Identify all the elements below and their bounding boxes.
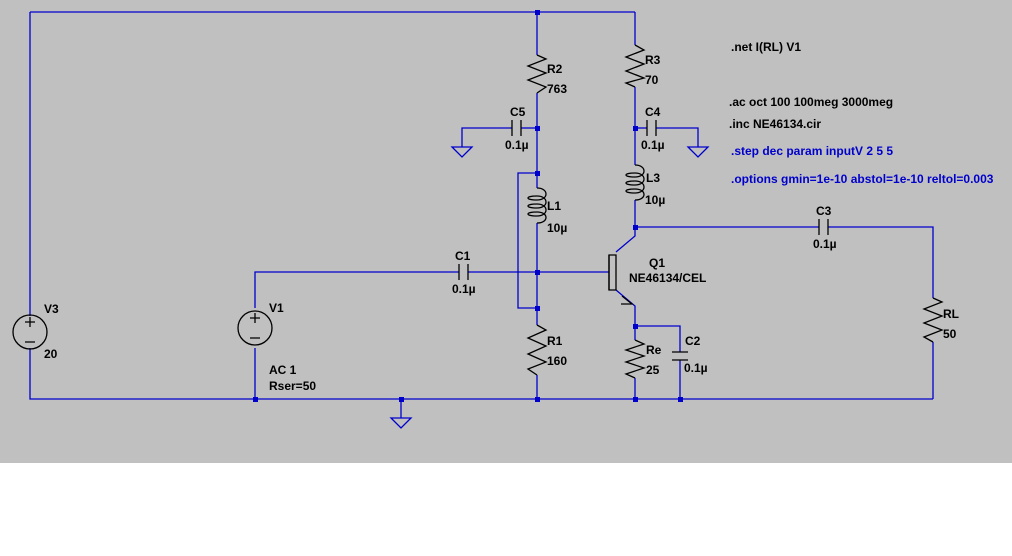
- junction: [633, 225, 638, 230]
- inductor-l1[interactable]: [527, 187, 547, 224]
- label-c1-value: 0.1µ: [452, 282, 476, 296]
- wire-v1-c1[interactable]: [254, 271, 459, 308]
- label-l1-name: L1: [547, 199, 561, 213]
- label-re-name: Re: [646, 343, 662, 357]
- label-v3-name: V3: [44, 302, 59, 316]
- label-c1-name: C1: [455, 249, 471, 263]
- junction: [678, 397, 683, 402]
- junction: [399, 397, 404, 402]
- wire-c2-top[interactable]: [635, 325, 681, 352]
- label-rl-name: RL: [943, 307, 959, 321]
- directive-ac[interactable]: .ac oct 100 100meg 3000meg: [729, 95, 893, 109]
- resistor-r3[interactable]: [624, 44, 647, 88]
- directive-step[interactable]: .step dec param inputV 2 5 5: [731, 144, 893, 158]
- junction: [535, 126, 540, 131]
- wire-emitter[interactable]: [615, 289, 636, 340]
- junction: [535, 397, 540, 402]
- wire-l1-loop[interactable]: [517, 172, 537, 309]
- resistor-r2[interactable]: [526, 54, 548, 94]
- junctions: [253, 10, 683, 402]
- transistor-q1[interactable]: [608, 254, 634, 305]
- directive-inc[interactable]: .inc NE46134.cir: [729, 117, 821, 131]
- label-l3-value: 10µ: [645, 193, 665, 207]
- label-c5-value: 0.1µ: [505, 138, 529, 152]
- label-re-value: 25: [646, 363, 660, 377]
- label-l1-value: 10µ: [547, 221, 567, 235]
- label-r3-name: R3: [645, 53, 661, 67]
- voltage-source-v1[interactable]: [237, 310, 273, 346]
- capacitor-c5[interactable]: [511, 120, 522, 136]
- wire-ground-rail[interactable]: [29, 348, 933, 400]
- label-q1-name: Q1: [649, 256, 665, 270]
- spice-directives: .net I(RL) V1 .ac oct 100 100meg 3000meg…: [729, 40, 994, 186]
- label-r2-name: R2: [547, 62, 563, 76]
- label-r1-name: R1: [547, 334, 563, 348]
- label-q1-value: NE46134/CEL: [629, 271, 706, 285]
- capacitor-c2[interactable]: [672, 351, 688, 361]
- ground-icon[interactable]: [450, 146, 474, 158]
- label-r3-value: 70: [645, 73, 659, 87]
- emitter-arrow-icon: [621, 295, 634, 305]
- wire-c5-gnd[interactable]: [461, 127, 512, 147]
- junction: [253, 397, 258, 402]
- capacitor-c1[interactable]: [458, 264, 469, 280]
- label-c4-value: 0.1µ: [641, 138, 665, 152]
- directive-net[interactable]: .net I(RL) V1: [731, 40, 801, 54]
- resistor-r1[interactable]: [526, 324, 548, 376]
- label-r1-value: 160: [547, 354, 567, 368]
- component-labels: R2 763 R3 70 C5 0.1µ C4 0.1µ L1 10µ L3 1…: [44, 53, 959, 393]
- label-rl-value: 50: [943, 327, 957, 341]
- junction: [535, 10, 540, 15]
- junction: [535, 171, 540, 176]
- label-c5-name: C5: [510, 105, 526, 119]
- junction: [633, 324, 638, 329]
- label-c4-name: C4: [645, 105, 661, 119]
- capacitor-c4[interactable]: [646, 120, 657, 136]
- voltage-source-v3[interactable]: [12, 314, 48, 350]
- wires: [29, 11, 934, 418]
- wire-collector[interactable]: [615, 227, 636, 253]
- junction: [535, 306, 540, 311]
- label-c2-value: 0.1µ: [684, 361, 708, 375]
- label-v1-rser: Rser=50: [269, 379, 316, 393]
- ground-symbols: [389, 146, 710, 429]
- junction: [535, 270, 540, 275]
- ground-icon[interactable]: [389, 417, 413, 429]
- directive-options[interactable]: .options gmin=1e-10 abstol=1e-10 reltol=…: [731, 172, 994, 186]
- wire-c4-gnd[interactable]: [656, 127, 699, 147]
- resistor-re[interactable]: [623, 339, 647, 379]
- ground-icon[interactable]: [686, 146, 710, 158]
- capacitor-c3[interactable]: [818, 219, 829, 235]
- label-c3-value: 0.1µ: [813, 237, 837, 251]
- schematic-canvas[interactable]: [0, 0, 1012, 463]
- label-v1-value: AC 1: [269, 363, 297, 377]
- label-c2-name: C2: [685, 334, 701, 348]
- junction: [633, 397, 638, 402]
- label-v3-value: 20: [44, 347, 58, 361]
- label-v1-name: V1: [269, 301, 284, 315]
- label-r2-value: 763: [547, 82, 567, 96]
- label-l3-name: L3: [646, 171, 660, 185]
- resistor-rl[interactable]: [922, 297, 944, 343]
- label-c3-name: C3: [816, 204, 832, 218]
- inductor-l3[interactable]: [625, 164, 645, 201]
- wire-c3-rl[interactable]: [828, 226, 934, 298]
- junction: [633, 126, 638, 131]
